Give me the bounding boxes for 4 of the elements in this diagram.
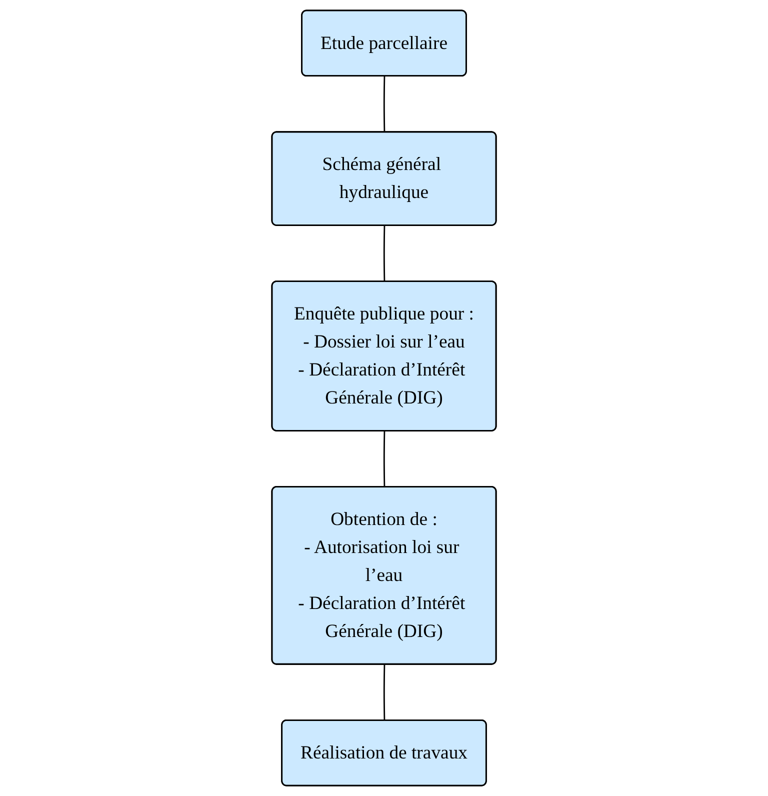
- connector: [383, 76, 386, 132]
- connector: [383, 226, 386, 282]
- connector: [383, 431, 386, 488]
- connector: [383, 664, 386, 721]
